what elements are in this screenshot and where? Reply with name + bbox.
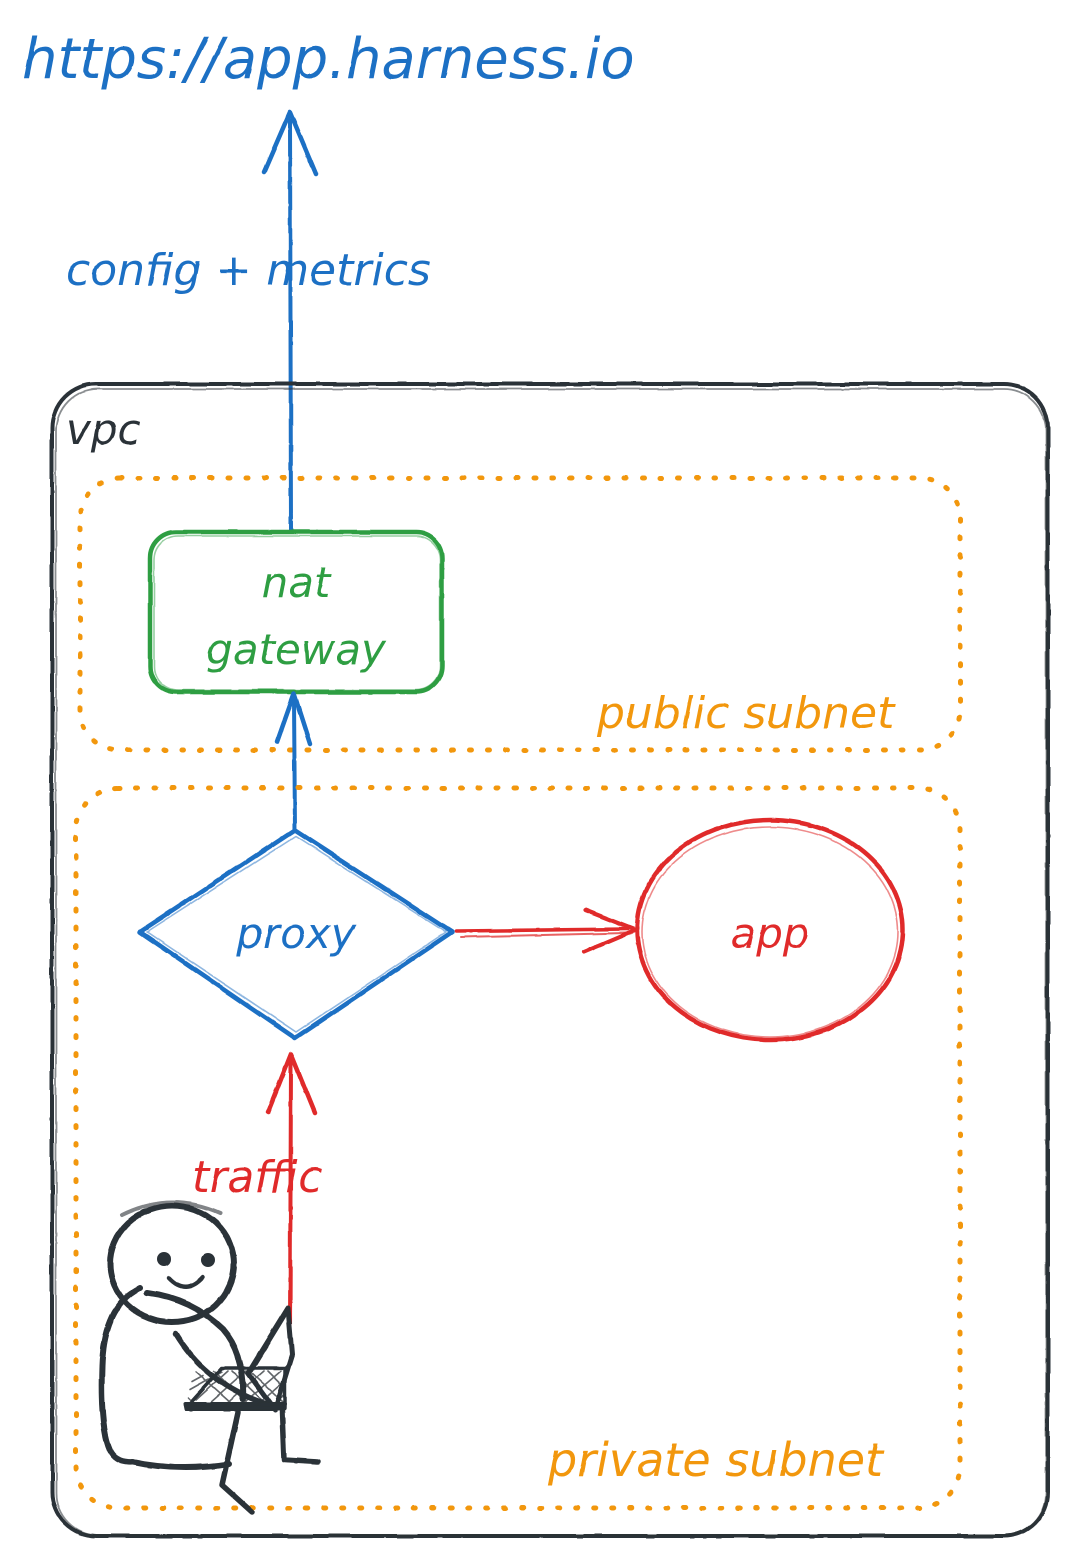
node-app[interactable]: app — [634, 817, 906, 1043]
proxy-to-app-arrowhead — [581, 907, 639, 955]
public-subnet-label: public subnet — [596, 688, 896, 739]
private-subnet-border — [73, 785, 963, 1511]
app-label: app — [730, 909, 809, 958]
vpc-border — [50, 382, 1050, 1538]
user-to-proxy-arrowhead — [265, 1051, 318, 1116]
node-nat-gateway[interactable]: nat gateway — [147, 529, 445, 695]
vpc-border-double — [55, 388, 1047, 1536]
proxy-to-app-line — [455, 927, 630, 933]
edge-user-to-proxy — [265, 1051, 318, 1332]
proxy-to-app-line-double — [460, 932, 627, 938]
traffic-text: traffic — [192, 1152, 322, 1203]
vpc-container: vpc — [50, 382, 1050, 1538]
harness-url-text: https://app.harness.io — [22, 27, 635, 92]
node-proxy[interactable]: proxy — [137, 827, 455, 1041]
user-stick-figure — [98, 1200, 321, 1515]
proxy-shape[interactable] — [137, 827, 455, 1041]
proxy-to-nat-arrowhead — [274, 691, 313, 747]
user-seat — [130, 1459, 232, 1471]
harness-url-label: https://app.harness.io — [22, 27, 635, 92]
user-back — [98, 1285, 143, 1466]
app-shape-double — [641, 826, 899, 1038]
traffic-label: traffic — [192, 1152, 322, 1203]
app-shape[interactable] — [634, 817, 906, 1043]
nat-to-harness-line — [288, 118, 293, 532]
vpc-label: vpc — [66, 405, 141, 454]
nat-gateway-label-line2: gateway — [206, 625, 387, 674]
nat-gateway-label-line1: nat — [262, 558, 332, 607]
edge-proxy-to-nat — [274, 691, 313, 834]
laptop-keyboard-hatch — [185, 1370, 286, 1409]
edge-proxy-to-app — [455, 907, 639, 955]
proxy-label: proxy — [235, 909, 356, 958]
user-torso-front — [144, 1290, 247, 1402]
laptop-screen-edge — [248, 1308, 290, 1374]
nat-gateway-shape-double — [153, 535, 441, 691]
user-leg-back — [279, 1409, 321, 1465]
private-subnet-container: private subnet — [73, 785, 963, 1511]
edge-nat-to-harness — [261, 109, 319, 532]
user-to-proxy-line — [288, 1060, 293, 1332]
private-subnet-label: private subnet — [547, 1433, 885, 1487]
user-head — [107, 1203, 237, 1325]
public-subnet-border — [77, 475, 963, 753]
user-leg-front — [219, 1409, 255, 1515]
config-metrics-text: config + metrics — [66, 245, 431, 296]
user-eye-left — [157, 1252, 171, 1266]
user-head-sketch — [120, 1200, 222, 1217]
config-metrics-label: config + metrics — [66, 245, 431, 296]
public-subnet-container: public subnet — [77, 475, 963, 753]
user-smile — [166, 1274, 206, 1289]
nat-to-harness-arrowhead — [261, 109, 319, 177]
proxy-to-nat-line — [292, 698, 297, 834]
nat-gateway-shape[interactable] — [147, 529, 445, 695]
proxy-shape-double — [146, 835, 447, 1033]
user-eye-right — [201, 1253, 215, 1267]
laptop-keyboard — [184, 1366, 287, 1410]
